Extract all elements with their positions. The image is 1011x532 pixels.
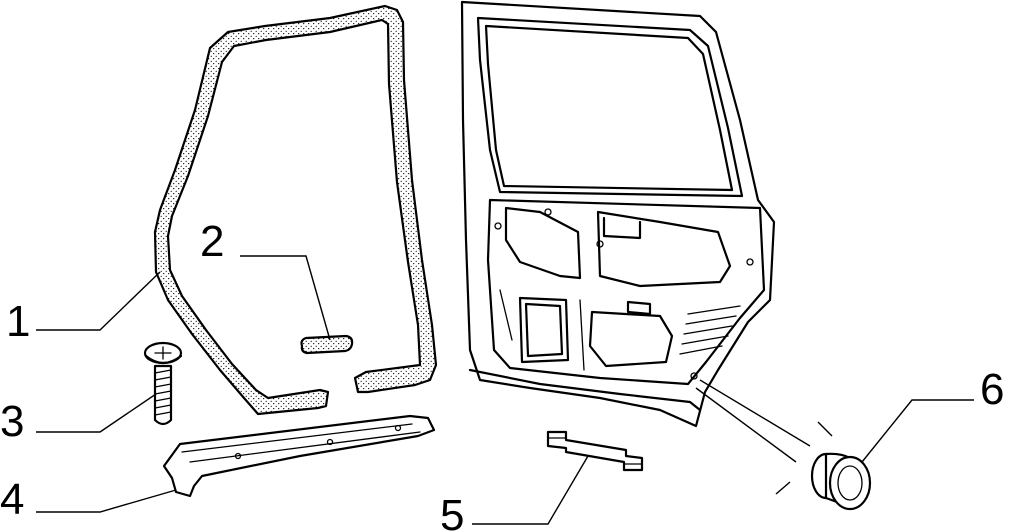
callout-4: 4 [0,475,24,524]
screw-part [143,341,183,426]
callout-3: 3 [0,397,24,446]
callout-1: 1 [6,297,30,346]
callout-leaders [36,255,974,525]
callout-labels: 1 2 3 4 5 6 [0,217,1004,532]
callout-5: 5 [440,491,464,532]
callout-2: 2 [200,217,224,266]
callout-6: 6 [980,365,1004,414]
bracket-part [546,430,644,472]
door-panel [460,0,776,428]
trim-strip-part [162,414,436,498]
seal-strip-part [300,334,354,355]
plug-location-leaders [695,379,833,495]
window-seal-part [153,4,438,416]
plug-part [810,452,872,511]
